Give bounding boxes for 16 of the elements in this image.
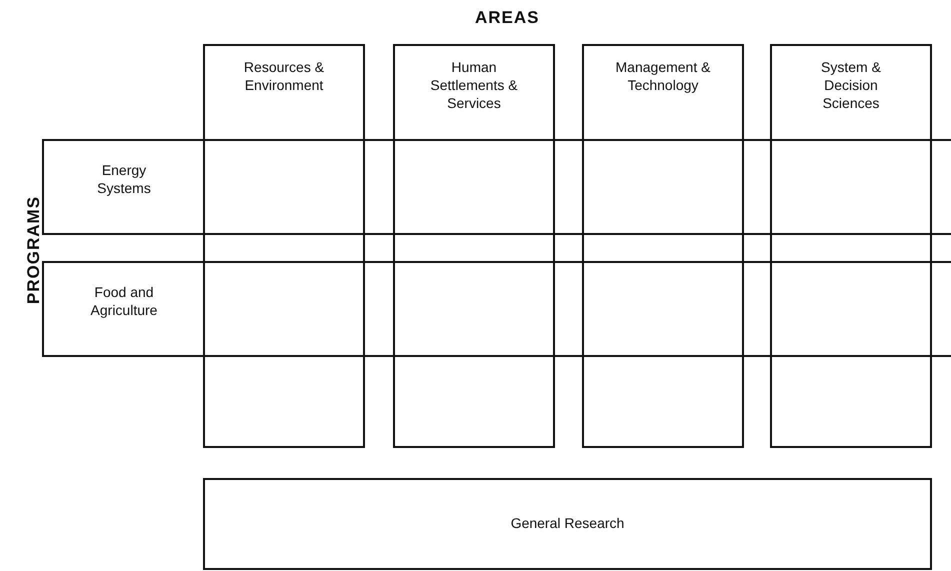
area-label: Human Settlements & Services: [429, 58, 519, 113]
area-column-box: [203, 44, 365, 448]
general-label: General Research: [510, 514, 626, 532]
area-column-box: [582, 44, 744, 448]
general-research-box: [203, 478, 932, 570]
program-band: [42, 139, 951, 235]
axis-heading: AREAS: [475, 8, 540, 28]
area-column-box: [770, 44, 932, 448]
area-column-box: [393, 44, 555, 448]
program-band: [42, 261, 951, 357]
program-label: Energy Systems: [96, 161, 152, 198]
area-label: Management & Technology: [614, 58, 712, 94]
area-label: Resources & Environment: [242, 58, 326, 94]
area-label: System & Decision Sciences: [820, 58, 882, 113]
axis-heading: PROGRAMS: [24, 196, 44, 304]
program-label: Food and Agriculture: [90, 283, 158, 320]
